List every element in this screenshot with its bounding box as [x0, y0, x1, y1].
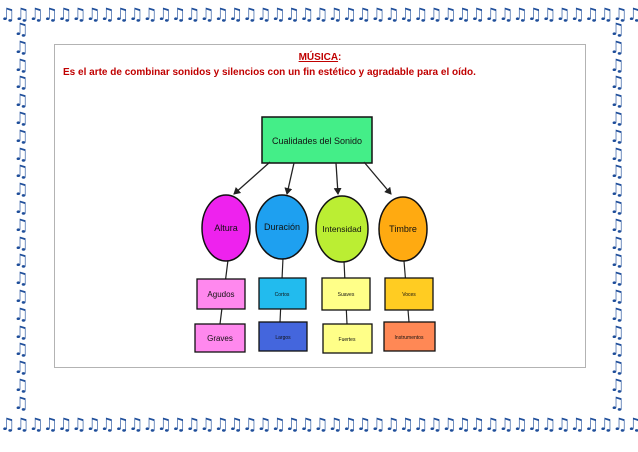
box-fuertes: [322, 323, 373, 354]
border-top: ♫♫♫♫♫♫♫♫♫♫♫♫♫♫♫♫♫♫♫♫♫♫♫♫♫♫♫♫♫♫♫♫♫♫♫♫♫♫♫♫…: [0, 4, 638, 26]
node-timbre-label: Timbre: [389, 224, 417, 234]
border-right: ♫♫♫♫♫♫♫♫♫♫♫♫♫♫♫♫♫♫♫♫♫♫♫♫: [606, 22, 628, 414]
box-suaves-label: Suaves: [338, 292, 355, 298]
box-fuertes-label: Fuertes: [339, 337, 356, 343]
node-timbre: [378, 196, 428, 262]
box-voces: [384, 277, 434, 311]
box-instrumentos: [383, 321, 436, 352]
box-instrumentos-label: Instrumentos: [395, 335, 424, 341]
box-agudos-label: Agudos: [207, 290, 234, 299]
box-graves: [194, 323, 246, 353]
border-bottom: ♫♫♫♫♫♫♫♫♫♫♫♫♫♫♫♫♫♫♫♫♫♫♫♫♫♫♫♫♫♫♫♫♫♫♫♫♫♫♫♫…: [0, 414, 638, 436]
node-duracion-label: Duración: [264, 222, 300, 232]
box-suaves: [321, 277, 371, 311]
node-altura-label: Altura: [214, 223, 238, 233]
definition-text: Es el arte de combinar sonidos y silenci…: [63, 67, 476, 78]
border-notes-top: ♫♫♫♫♫♫♫♫♫♫♫♫♫♫♫♫♫♫♫♫♫♫♫♫♫♫♫♫♫♫♫♫♫♫♫♫♫♫♫♫…: [0, 5, 638, 25]
arrow-timbre: [363, 161, 392, 195]
box-cortos: [258, 277, 307, 310]
node-intensidad: [315, 195, 369, 263]
box-largos: [258, 321, 308, 352]
root-box: [261, 116, 373, 164]
box-agudos: [196, 278, 246, 310]
node-intensidad-label: Intensidad: [322, 224, 361, 234]
box-largos-label: Largos: [275, 335, 291, 341]
box-graves-label: Graves: [207, 334, 233, 343]
node-duracion: [255, 194, 309, 260]
title-text: MÚSICA: [298, 52, 339, 63]
arrow-intensidad: [333, 162, 342, 195]
page-title: MÚSICA:: [54, 52, 586, 64]
title-colon: :: [338, 52, 342, 63]
box-cortos-label: Cortos: [275, 292, 290, 298]
border-notes-bottom: ♫♫♫♫♫♫♫♫♫♫♫♫♫♫♫♫♫♫♫♫♫♫♫♫♫♫♫♫♫♫♫♫♫♫♫♫♫♫♫♫…: [0, 415, 638, 435]
border-notes-right: ♫♫♫♫♫♫♫♫♫♫♫♫♫♫♫♫♫♫♫♫♫♫♫♫: [609, 22, 625, 414]
node-altura: [201, 194, 251, 262]
arrow-duracion: [284, 162, 295, 195]
border-notes-left: ♫♫♫♫♫♫♫♫♫♫♫♫♫♫♫♫♫♫♫♫♫♫♫♫: [13, 22, 29, 414]
border-left: ♫♫♫♫♫♫♫♫♫♫♫♫♫♫♫♫♫♫♫♫♫♫♫♫: [10, 22, 32, 414]
arrow-altura: [233, 161, 271, 195]
box-voces-label: Voces: [402, 292, 416, 298]
root-label: Cualidades del Sonido: [272, 136, 362, 146]
content-frame: [54, 44, 586, 368]
